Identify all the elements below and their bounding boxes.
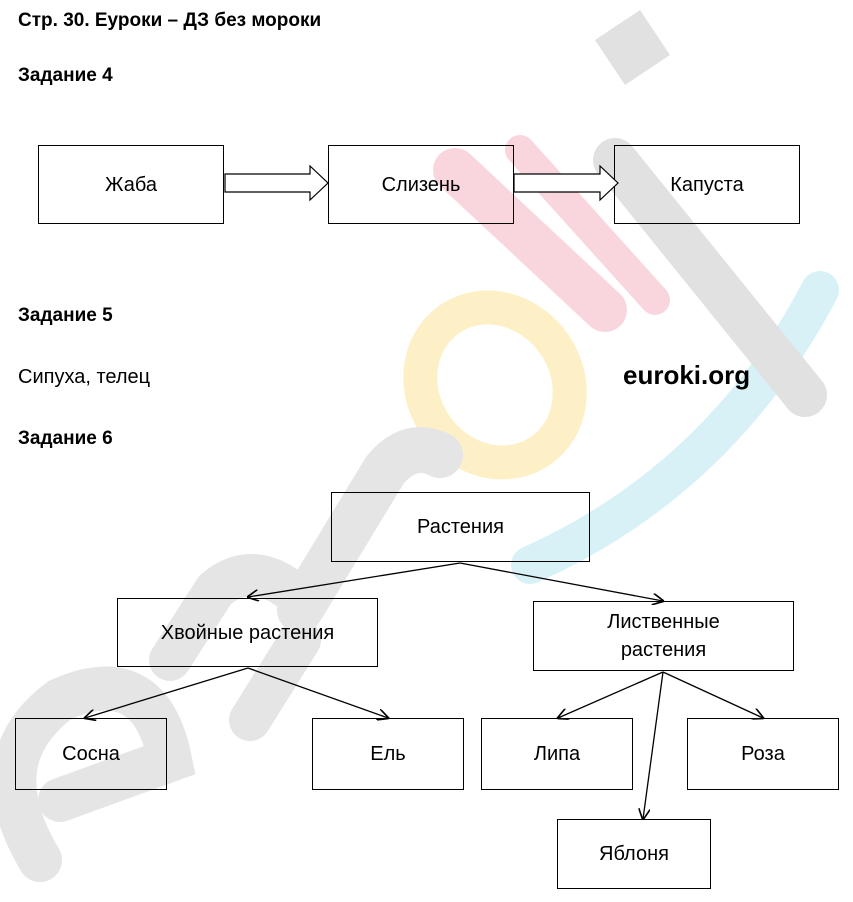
spruce-label: Ель xyxy=(370,743,406,765)
tree-root-box: Растения xyxy=(331,492,590,562)
chain-label-cabbage: Капуста xyxy=(670,173,744,196)
watermark-grey-e xyxy=(0,666,196,882)
edge-deciduous-rose xyxy=(662,671,763,718)
watermark-pink-stroke-1 xyxy=(433,148,627,332)
block-arrow-2 xyxy=(513,164,619,202)
deciduous-box: Лиственные растения xyxy=(533,601,794,671)
pine-label: Сосна xyxy=(62,743,120,765)
task5-heading: Задание 5 xyxy=(18,305,113,326)
task4-heading: Задание 4 xyxy=(18,65,113,86)
deciduous-label-line2: растения xyxy=(620,639,707,661)
chain-box-toad: Жаба xyxy=(38,145,224,224)
watermark-cyan-arc xyxy=(511,271,839,584)
edge-conifers-pine xyxy=(85,667,249,718)
site-label: euroki.org xyxy=(623,360,751,390)
watermark-grey-dot xyxy=(595,10,670,85)
tree-root-label: Растения xyxy=(417,516,504,538)
edge-root-conifers xyxy=(248,562,461,597)
watermark-grey-r xyxy=(277,427,463,633)
chain-label-toad: Жаба xyxy=(105,173,157,196)
task5-answer: Сипуха, телец xyxy=(18,366,151,388)
deciduous-label-line1: Лиственные xyxy=(607,611,720,633)
watermark-grey-stroke xyxy=(593,138,827,417)
block-arrow-1 xyxy=(224,164,329,202)
task6-heading: Задание 6 xyxy=(18,428,113,449)
rose-label: Роза xyxy=(741,743,785,765)
linden-label: Липа xyxy=(533,743,581,765)
apple-label: Яблоня xyxy=(599,843,669,865)
watermark-yellow-ring xyxy=(403,290,587,480)
chain-label-slug: Слизень xyxy=(381,173,461,196)
edge-deciduous-apple xyxy=(643,671,664,819)
page-title: Стр. 30. Еуроки – ДЗ без мороки xyxy=(18,10,322,31)
edge-deciduous-linden xyxy=(558,671,664,718)
edge-root-deciduous xyxy=(459,562,663,601)
watermark-grey-u xyxy=(149,554,321,741)
apple-box: Яблоня xyxy=(557,819,711,889)
conifers-label: Хвойные растения xyxy=(160,621,335,644)
edge-conifers-spruce xyxy=(247,667,388,718)
